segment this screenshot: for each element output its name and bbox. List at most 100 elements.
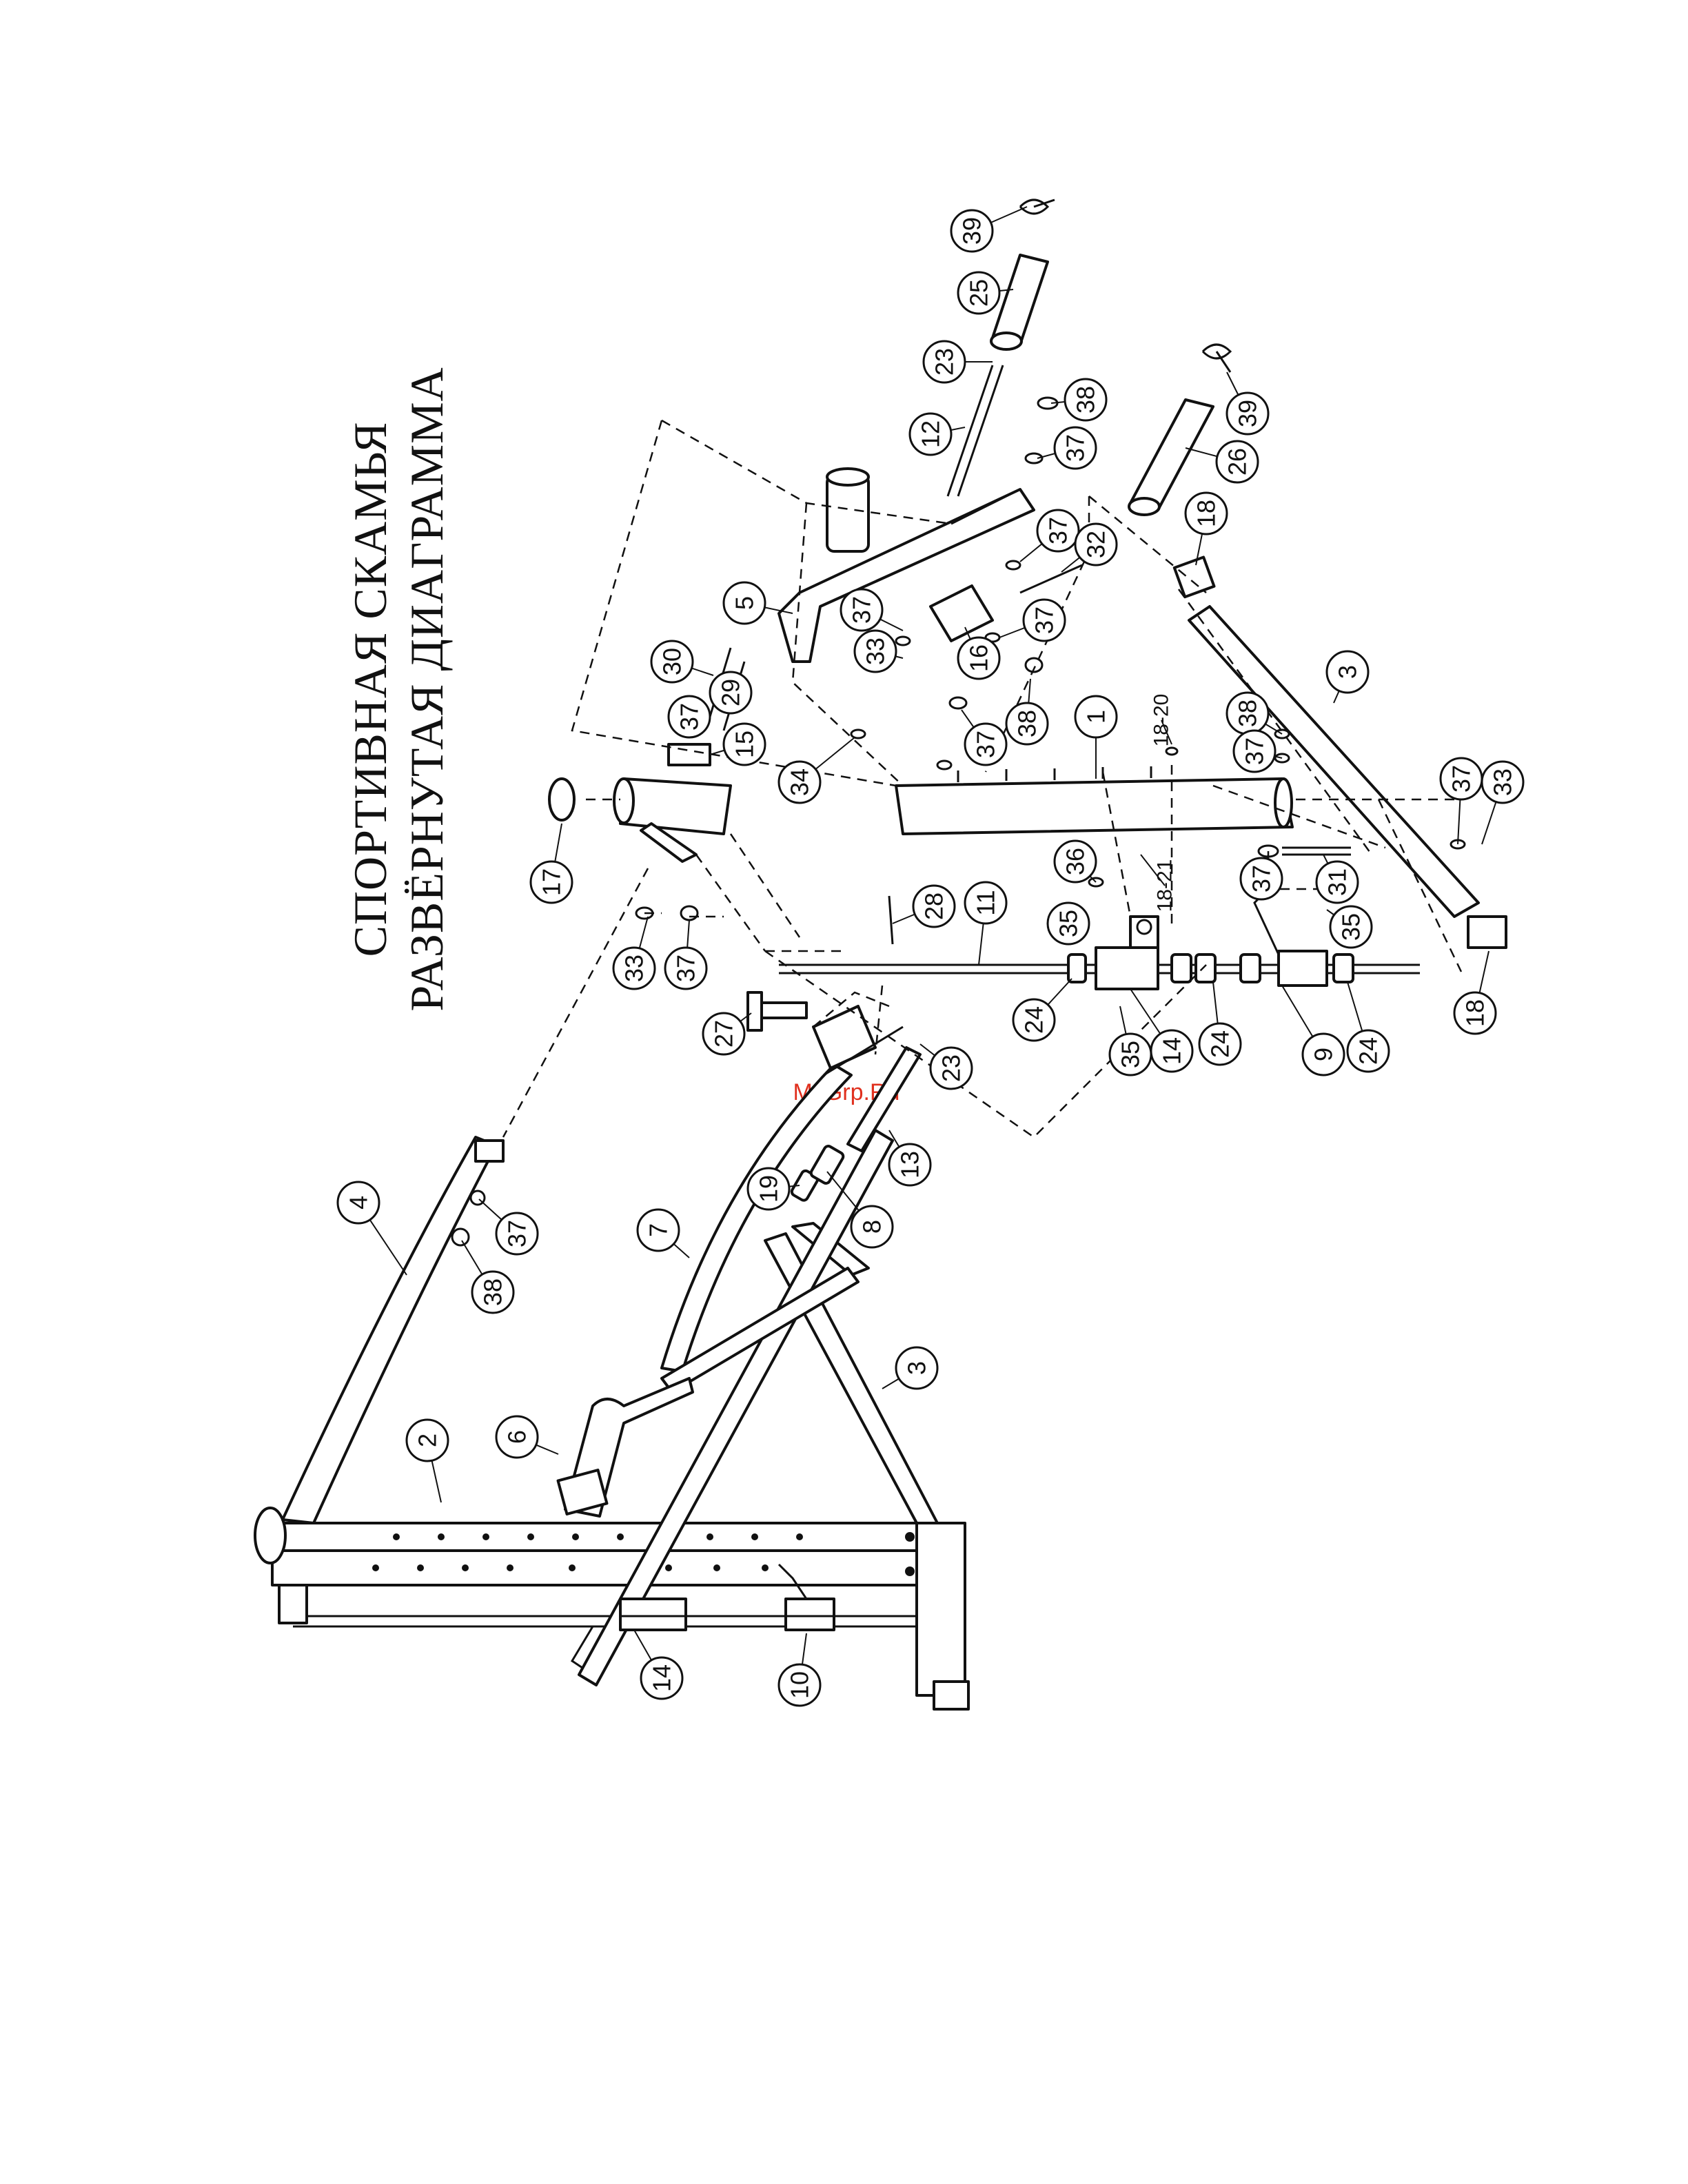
callout-number: 33 (862, 637, 890, 665)
callout-number: 7 (644, 1223, 673, 1237)
callout-15: 15 (710, 724, 765, 765)
callout-3: 3 (882, 1347, 937, 1389)
callout-3: 3 (1327, 651, 1368, 703)
callout-37: 37 (962, 710, 1006, 765)
callout-14: 14 (634, 1630, 682, 1699)
callout-37: 37 (479, 1199, 538, 1254)
callout-18: 18 (1186, 493, 1227, 565)
callout-31: 31 (1316, 855, 1358, 903)
callout-number: 4 (345, 1196, 373, 1210)
callout-number: 24 (1354, 1037, 1383, 1065)
callout-38: 38 (1006, 679, 1048, 744)
sleeve-tube (620, 779, 731, 834)
end-cap-17 (549, 779, 574, 820)
callout-number: 36 (1061, 848, 1090, 875)
callout-35: 35 (1048, 903, 1089, 944)
callout-33: 33 (855, 631, 903, 672)
rod-12 (948, 365, 993, 496)
callout-33: 33 (613, 917, 655, 989)
callout-number: 37 (1241, 737, 1269, 765)
callout-number: 1 (1082, 710, 1110, 724)
title-line-2: РАЗВЁРНУТАЯ ДИАГРАММА (400, 367, 453, 1011)
bolt-32 (1020, 565, 1082, 593)
upright-post-side (272, 1551, 931, 1585)
callout-9: 9 (1282, 986, 1344, 1075)
callout-37: 37 (999, 600, 1065, 641)
callout-30: 30 (651, 641, 713, 682)
roller-pad-25 (993, 255, 1048, 345)
bolt-27 (748, 992, 806, 1030)
callout-number: 28 (920, 892, 948, 920)
top-cap (255, 1508, 285, 1563)
callout-13: 13 (889, 1130, 931, 1185)
callout-number: 30 (658, 648, 687, 675)
callout-number: 18-20 (1150, 694, 1173, 747)
callout-number: 37 (848, 596, 876, 624)
callout-number: 13 (896, 1151, 924, 1178)
callout-number: 6 (503, 1430, 531, 1444)
callout-24: 24 (1199, 982, 1241, 1065)
callout-number: 37 (675, 703, 704, 731)
callout-number: 8 (858, 1220, 886, 1234)
callout-36: 36 (1055, 841, 1096, 882)
callout-38: 38 (1051, 379, 1106, 420)
callout-number: 3 (1334, 665, 1362, 679)
callout-number: 39 (958, 217, 986, 245)
callout-1: 1 (1075, 696, 1117, 779)
hub-9 (1279, 951, 1327, 986)
callout-24: 24 (1013, 979, 1072, 1041)
callout-37: 37 (1241, 855, 1282, 899)
callout-number: 2 (414, 1433, 442, 1447)
curved-support-4 (283, 1137, 496, 1523)
callout-24: 24 (1348, 982, 1389, 1072)
callout-number: 14 (648, 1664, 676, 1692)
callout-number: 37 (672, 955, 700, 982)
callout-33: 33 (1482, 762, 1523, 844)
clip-39-top (1020, 200, 1055, 214)
end-block-18-bottom (1468, 917, 1506, 948)
callout-number: 38 (1234, 700, 1262, 727)
callout-number: 17 (538, 868, 566, 896)
sleeve-14-assembled (620, 1599, 686, 1630)
diagram-title: СПОРТИВНАЯ СКАМЬЯ РАЗВЁРНУТАЯ ДИАГРАММА (344, 367, 453, 1011)
callout-number: 18-21 (1154, 859, 1177, 912)
callout-number: 16 (965, 644, 993, 672)
callout-37: 37 (1234, 731, 1282, 772)
callout-number: 19 (755, 1175, 783, 1203)
callout-39: 39 (1227, 372, 1268, 434)
callout-18-20: 18-20 (1150, 694, 1173, 747)
callout-37: 37 (669, 696, 710, 737)
callout-number: 15 (731, 731, 759, 758)
tube-1 (896, 779, 1292, 834)
callout-23: 23 (920, 1044, 972, 1089)
callout-27: 27 (703, 1013, 751, 1054)
callout-number: 12 (917, 420, 945, 448)
callout-number: 33 (620, 955, 649, 982)
callout-29: 29 (710, 672, 751, 713)
callout-35: 35 (1327, 906, 1372, 948)
bushing-8 (810, 1145, 845, 1185)
callout-number: 24 (1206, 1030, 1234, 1058)
callout-number: 31 (1323, 868, 1352, 896)
callout-number: 24 (1020, 1006, 1048, 1034)
callout-37: 37 (1020, 510, 1079, 562)
callout-37: 37 (1037, 427, 1096, 469)
callout-number: 10 (786, 1671, 814, 1699)
bracket-5 (779, 489, 1034, 662)
callout-number: 9 (1310, 1048, 1338, 1061)
callout-number: 29 (717, 679, 745, 706)
callout-number: 27 (710, 1020, 738, 1048)
callout-12: 12 (910, 414, 965, 455)
callout-number: 38 (1072, 386, 1100, 414)
hub-14 (1096, 948, 1158, 989)
callout-2: 2 (407, 1420, 448, 1502)
callout-6: 6 (496, 1416, 558, 1458)
callout-35: 35 (1110, 1006, 1151, 1075)
callout-34: 34 (779, 737, 855, 803)
callout-number: 39 (1234, 400, 1262, 427)
callout-number: 11 (972, 890, 1000, 915)
callout-number: 26 (1223, 448, 1252, 476)
sleeve-10-assembled (786, 1599, 834, 1630)
callout-number: 35 (1055, 910, 1083, 937)
